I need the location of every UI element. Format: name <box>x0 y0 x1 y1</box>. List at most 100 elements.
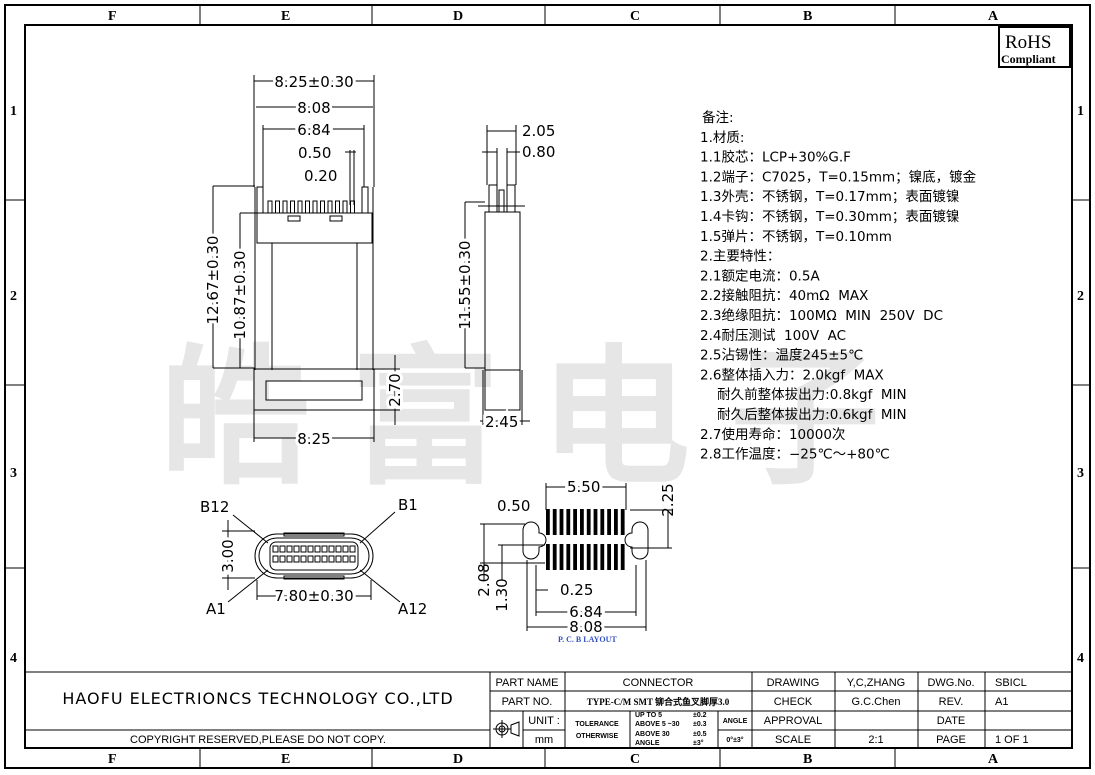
svg-text:SCALE: SCALE <box>775 734 811 746</box>
svg-text:A1: A1 <box>995 696 1008 708</box>
contact <box>286 555 293 563</box>
svg-text:PAGE: PAGE <box>936 734 966 746</box>
svg-text:1: 1 <box>10 104 17 119</box>
contact <box>342 545 349 553</box>
pcb-pad <box>607 509 611 535</box>
contact <box>321 545 328 553</box>
svg-text:5.50: 5.50 <box>567 478 600 496</box>
svg-text:4: 4 <box>10 651 17 666</box>
terminal-pin <box>350 200 355 214</box>
note-line: 2.6整体插入力：2.0kgf MAX <box>700 367 884 383</box>
terminal-pin <box>327 200 333 214</box>
pcb-pad <box>546 509 550 535</box>
svg-text:4: 4 <box>1077 651 1084 666</box>
svg-text:11.55±0.30: 11.55±0.30 <box>456 241 474 330</box>
svg-text:ANGLE: ANGLE <box>723 718 748 725</box>
pcb-pad <box>614 509 618 535</box>
note-line: 2.5沾锡性：温度245±5℃ <box>700 348 863 364</box>
terminal-pin <box>282 200 288 214</box>
pcb-pad <box>546 544 550 570</box>
svg-text:A1: A1 <box>206 600 226 618</box>
contact <box>300 545 307 553</box>
svg-text:10.87±0.30: 10.87±0.30 <box>231 251 249 340</box>
note-line: 耐久后整体拔出力:0.6kgf MIN <box>700 407 907 423</box>
svg-text:A: A <box>988 9 999 24</box>
contact <box>307 555 314 563</box>
svg-text:8.08: 8.08 <box>297 99 330 117</box>
contact <box>300 555 307 563</box>
svg-text:2.70: 2.70 <box>386 373 404 406</box>
svg-text:TOLERANCE: TOLERANCE <box>575 721 619 728</box>
svg-text:B12: B12 <box>200 498 229 516</box>
contact <box>335 545 342 553</box>
note-line: 2.2接触阻抗：40mΩ MAX <box>700 287 868 304</box>
note-line: 2.8工作温度：−25℃～+80℃ <box>700 447 890 463</box>
svg-text:E: E <box>281 752 290 767</box>
svg-text:A12: A12 <box>398 600 427 618</box>
svg-text:2.08: 2.08 <box>475 563 493 596</box>
note-line: 1.2端子：C7025，T=0.15mm；镍底，镀金 <box>700 168 977 185</box>
svg-text:0.50: 0.50 <box>298 144 331 162</box>
svg-text:E: E <box>281 9 290 24</box>
note-line: 耐久前整体拔出力:0.8kgf MIN <box>700 386 907 403</box>
contact <box>279 545 286 553</box>
svg-text:3: 3 <box>1077 466 1084 481</box>
svg-text:Y,C,ZHANG: Y,C,ZHANG <box>847 677 905 689</box>
pcb-pad <box>614 544 618 570</box>
contact <box>328 555 335 563</box>
svg-text:D: D <box>453 9 463 24</box>
svg-text:8.25: 8.25 <box>297 430 330 448</box>
terminal-pin <box>297 200 303 214</box>
outer-frame <box>4 4 1091 769</box>
pcb-pad <box>552 509 557 535</box>
svg-text:C: C <box>630 9 640 24</box>
title-block: HAOFU ELECTRIONCS TECHNOLOGY CO.,LTD COP… <box>25 671 1072 748</box>
pcb-pad <box>566 544 571 570</box>
svg-text:B: B <box>803 9 812 24</box>
svg-text:Compliant: Compliant <box>1001 52 1056 66</box>
svg-text:6.84: 6.84 <box>297 121 330 139</box>
svg-text:CHECK: CHECK <box>774 696 813 708</box>
note-line: 备注: <box>702 109 734 126</box>
svg-text:2: 2 <box>1077 289 1084 304</box>
svg-text:SBICL: SBICL <box>995 677 1027 689</box>
terminal-pin <box>335 200 340 214</box>
copyright: COPYRIGHT RESERVED,PLEASE DO NOT COPY. <box>130 734 386 746</box>
pcb-pad <box>580 509 584 535</box>
svg-text:DATE: DATE <box>937 715 966 727</box>
contact <box>314 555 321 563</box>
svg-text:REV.: REV. <box>939 696 964 708</box>
terminal-pin <box>342 200 348 214</box>
pcb-pad <box>607 544 611 570</box>
note-line: 1.1胶芯：LCP+30%G.F <box>700 149 851 166</box>
svg-text:DRAWING: DRAWING <box>767 677 820 689</box>
svg-text:3.00: 3.00 <box>219 539 237 572</box>
side-view: 2.05 0.80 11.55±0.30 2.45 <box>453 122 555 434</box>
svg-text:TYPE-C/M SMT 铆合式鱼叉脚厚3.0: TYPE-C/M SMT 铆合式鱼叉脚厚3.0 <box>587 696 730 707</box>
note-line: 1.5弹片：不锈钢，T=0.10mm <box>700 229 892 245</box>
contact <box>286 545 293 553</box>
front-view: 8.25±0.30 8.08 6.84 0.50 0.20 12.67±0.30… <box>201 70 407 451</box>
svg-text:ABOVE 30: ABOVE 30 <box>635 731 670 738</box>
note-line: 2.3绝缘阻抗：100MΩ MIN 250V DC <box>700 308 943 324</box>
svg-text:2: 2 <box>10 289 17 304</box>
contact <box>349 545 356 553</box>
note-line: 2.1额定电流：0.5A <box>700 268 820 284</box>
contact <box>279 555 286 563</box>
pcb-pad <box>593 544 598 570</box>
svg-text:2.25: 2.25 <box>659 483 677 516</box>
notes: 备注:1.材质:1.1胶芯：LCP+30%G.F1.2端子：C7025，T=0.… <box>700 109 977 463</box>
pcb-pad <box>573 509 577 535</box>
svg-text:CONNECTOR: CONNECTOR <box>623 677 694 689</box>
svg-text:0.25: 0.25 <box>560 581 593 599</box>
svg-text:G.C.Chen: G.C.Chen <box>852 696 901 708</box>
svg-text:B1: B1 <box>398 496 418 514</box>
svg-text:±3°: ±3° <box>693 739 704 747</box>
contact <box>328 545 335 553</box>
svg-text:6.84: 6.84 <box>569 603 602 621</box>
svg-text:8.25±0.30: 8.25±0.30 <box>274 73 353 91</box>
svg-text:±0.3: ±0.3 <box>693 721 707 728</box>
note-line: 2.主要特性： <box>700 249 780 265</box>
